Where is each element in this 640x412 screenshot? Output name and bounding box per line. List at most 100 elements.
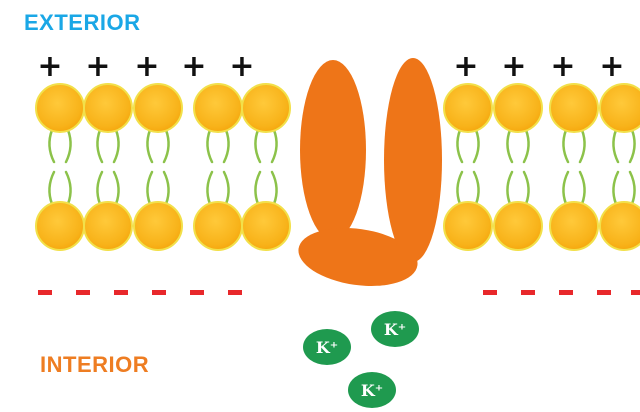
lipid-tail [96, 128, 104, 164]
lipid-tail [472, 170, 480, 206]
lipid-head-bottom [193, 201, 243, 251]
lipid-head-top [193, 83, 243, 133]
phospholipid-pair [493, 83, 543, 251]
lipid-tail [48, 170, 56, 206]
lipid-tail [112, 170, 120, 206]
channel-bottom-subunit [298, 228, 418, 286]
lipid-head-top [493, 83, 543, 133]
potassium-ion: K⁺ [303, 329, 351, 365]
positive-charge: + [37, 49, 62, 84]
lipid-tail [506, 128, 514, 164]
lipid-tail [64, 128, 72, 164]
ion-circle [303, 329, 351, 365]
lipid-tail [112, 128, 120, 164]
lipid-head-top [443, 83, 493, 133]
lipid-head-top [549, 83, 599, 133]
lipid-tail [146, 170, 154, 206]
positive-charge: + [181, 49, 206, 84]
lipid-bilayer [35, 83, 640, 251]
lipid-head-top [599, 83, 640, 133]
phospholipid-pair [193, 83, 243, 251]
potassium-channel [298, 58, 442, 286]
positive-charge: + [229, 49, 254, 84]
lipid-head-top [83, 83, 133, 133]
lipid-tail [456, 170, 464, 206]
negative-charge [559, 290, 573, 295]
positive-charge: + [501, 49, 526, 84]
ion-label: K⁺ [384, 320, 406, 339]
lipid-tail [506, 170, 514, 206]
lipid-head-bottom [493, 201, 543, 251]
negative-charge [631, 290, 640, 295]
phospholipid-pair [35, 83, 85, 251]
lipid-head-bottom [133, 201, 183, 251]
potassium-ions: K⁺ K⁺ K⁺ [303, 311, 419, 408]
phospholipid-pair [133, 83, 183, 251]
lipid-tail [270, 128, 278, 164]
lipid-tail [270, 170, 278, 206]
lipid-tail [522, 128, 530, 164]
phospholipid-pair [241, 83, 291, 251]
lipid-tail [64, 170, 72, 206]
lipid-tail [522, 170, 530, 206]
ion-circle [371, 311, 419, 347]
negative-charge [597, 290, 611, 295]
ion-label: K⁺ [361, 381, 383, 400]
channel-right-subunit [384, 58, 442, 262]
lipid-tail [628, 128, 636, 164]
lipid-tail [578, 128, 586, 164]
phospholipid-pair [549, 83, 599, 251]
phospholipid-pair [599, 83, 640, 251]
lipid-tail [612, 128, 620, 164]
phospholipid-pair [443, 83, 493, 251]
lipid-head-bottom [549, 201, 599, 251]
phospholipid-pair [83, 83, 133, 251]
negative-charge [228, 290, 242, 295]
lipid-head-bottom [241, 201, 291, 251]
positive-charge: + [453, 49, 478, 84]
lipid-head-top [35, 83, 85, 133]
lipid-tail [48, 128, 56, 164]
negative-charge [483, 290, 497, 295]
negative-charge [76, 290, 90, 295]
lipid-tail [254, 128, 262, 164]
exterior-label: EXTERIOR [24, 10, 141, 35]
lipid-tail [562, 170, 570, 206]
negative-charge [114, 290, 128, 295]
lipid-head-bottom [83, 201, 133, 251]
channel-left-subunit [300, 60, 366, 240]
interior-label: INTERIOR [40, 352, 150, 377]
lipid-tail [162, 170, 170, 206]
positive-charge: + [550, 49, 575, 84]
lipid-tail [612, 170, 620, 206]
membrane-charges: + + + + + + + + + [37, 49, 640, 295]
negative-charge [190, 290, 204, 295]
lipid-tail [254, 170, 262, 206]
negative-charge [521, 290, 535, 295]
lipid-tail [222, 128, 230, 164]
lipid-head-top [241, 83, 291, 133]
negative-charge [38, 290, 52, 295]
ion-circle [348, 372, 396, 408]
lipid-head-top [133, 83, 183, 133]
positive-charge: + [85, 49, 110, 84]
positive-charge: + [134, 49, 159, 84]
lipid-tail [96, 170, 104, 206]
ion-label: K⁺ [316, 338, 338, 357]
positive-charge: + [599, 49, 624, 84]
lipid-tail [456, 128, 464, 164]
lipid-tail [562, 128, 570, 164]
potassium-ion: K⁺ [348, 372, 396, 408]
lipid-tail [146, 128, 154, 164]
lipid-tail [628, 170, 636, 206]
lipid-head-bottom [443, 201, 493, 251]
lipid-tail [472, 128, 480, 164]
lipid-tail [206, 128, 214, 164]
lipid-tail [162, 128, 170, 164]
lipid-tail [206, 170, 214, 206]
lipid-head-bottom [599, 201, 640, 251]
potassium-ion: K⁺ [371, 311, 419, 347]
lipid-head-bottom [35, 201, 85, 251]
negative-charge [152, 290, 166, 295]
